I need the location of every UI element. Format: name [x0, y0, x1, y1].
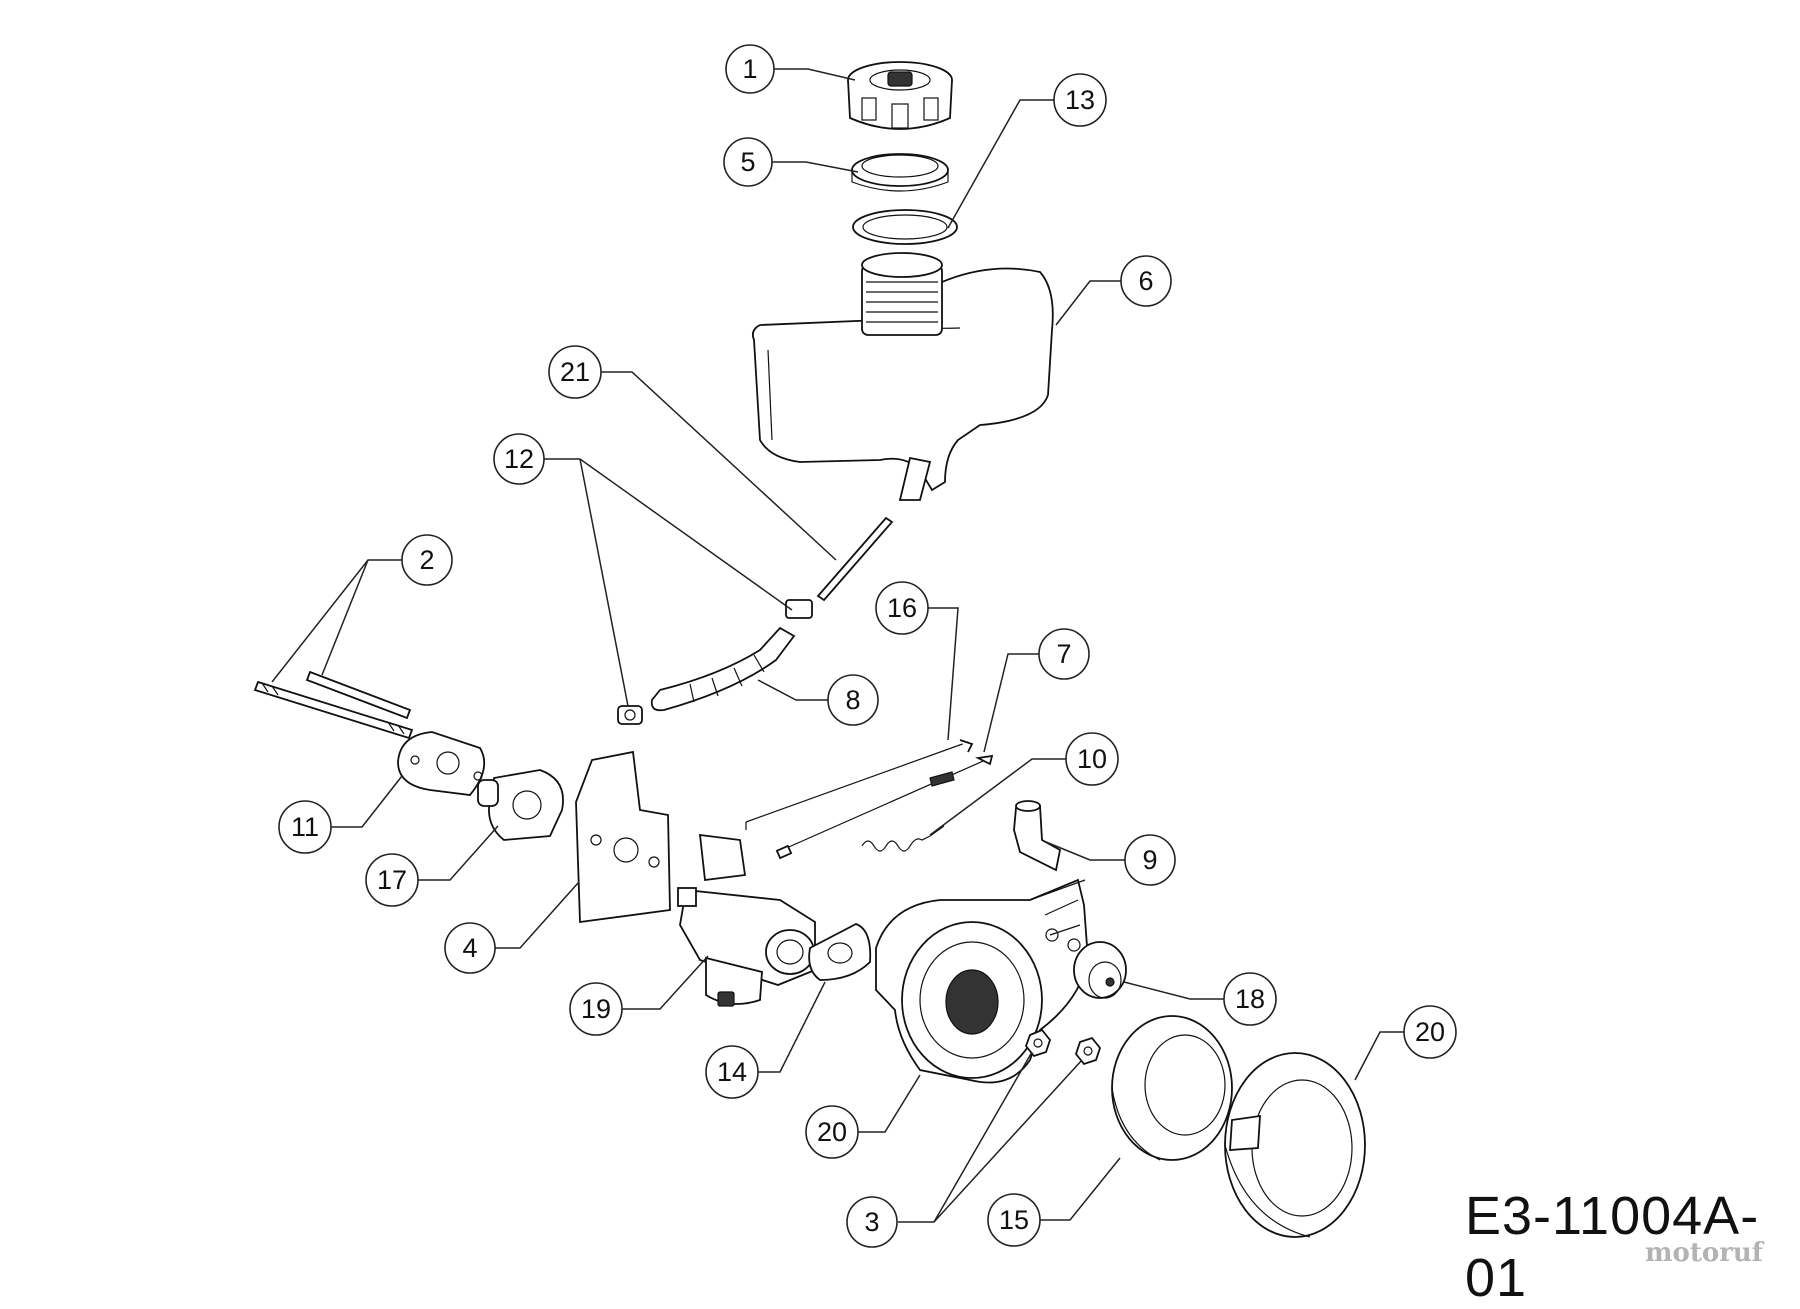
callout-2: 2	[401, 534, 453, 586]
callout-3: 3	[846, 1196, 898, 1248]
breather-elbow-part	[1013, 800, 1062, 872]
cover-knob-part	[1073, 941, 1127, 999]
callout-20-cover: 20	[1403, 1005, 1457, 1059]
callout-17-label: 17	[377, 865, 407, 895]
fuel-hose-part	[650, 626, 796, 712]
callout-11-label: 11	[291, 812, 319, 842]
callout-6-label: 6	[1138, 266, 1153, 296]
callout-3-label: 3	[864, 1207, 879, 1237]
callout-10-label: 10	[1077, 744, 1107, 774]
callout-14: 14	[705, 1045, 759, 1099]
callout-19-label: 19	[581, 994, 611, 1024]
callout-4: 4	[444, 922, 496, 974]
callout-15-label: 15	[999, 1205, 1029, 1235]
heat-shield-part	[575, 750, 671, 924]
callout-21-label: 21	[560, 357, 590, 387]
callout-10: 10	[1065, 732, 1119, 786]
callout-17: 17	[365, 853, 419, 907]
hex-nuts-part	[1024, 1028, 1102, 1066]
callout-5-label: 5	[740, 147, 755, 177]
callout-20-housing-label: 20	[817, 1117, 847, 1147]
callout-7-label: 7	[1056, 639, 1071, 669]
hose-clamp-part	[617, 599, 813, 725]
callout-6: 6	[1120, 255, 1172, 307]
callout-4-label: 4	[462, 933, 477, 963]
tank-gasket-part	[852, 209, 958, 245]
callout-12-label: 12	[504, 444, 534, 474]
callout-15: 15	[987, 1193, 1041, 1247]
callout-21: 21	[548, 345, 602, 399]
callout-19: 19	[569, 982, 623, 1036]
governor-spring-part	[861, 771, 955, 852]
parts-diagram: 1 5 13 6 21 12 2 16 7 8 10 11 9 17 4 18 …	[253, 44, 1457, 1248]
air-filter-cover-part	[1224, 1052, 1366, 1238]
callout-20-cover-label: 20	[1415, 1017, 1445, 1047]
callout-2-label: 2	[419, 545, 434, 575]
leader-lines	[271, 68, 1404, 1223]
callout-18: 18	[1223, 972, 1277, 1026]
callout-1-label: 1	[742, 54, 757, 84]
callout-7: 7	[1038, 628, 1090, 680]
carburetor-gasket-part	[808, 923, 872, 981]
intake-gasket-part	[397, 731, 486, 796]
governor-rods-part	[745, 739, 994, 860]
callout-11: 11	[278, 800, 332, 854]
callout-1: 1	[725, 44, 775, 94]
callout-14-label: 14	[717, 1057, 747, 1087]
callout-13: 13	[1053, 73, 1107, 127]
callout-12: 12	[493, 433, 545, 485]
callout-5: 5	[723, 137, 773, 187]
callout-16: 16	[875, 581, 929, 635]
callout-20-housing: 20	[805, 1105, 859, 1159]
stud-bolts-part	[253, 670, 414, 740]
callout-18-label: 18	[1235, 984, 1265, 1014]
callout-9-label: 9	[1142, 845, 1157, 875]
callout-8: 8	[827, 674, 879, 726]
watermark-logo: motoruf	[1645, 1238, 1763, 1268]
exploded-view-svg: 1 5 13 6 21 12 2 16 7 8 10 11 9 17 4 18 …	[253, 44, 1457, 1248]
fuel-tank-part	[751, 252, 1054, 501]
air-filter-housing-part	[875, 878, 1089, 1084]
callout-13-label: 13	[1065, 85, 1095, 115]
callout-8-label: 8	[845, 685, 860, 715]
cap-ring-part	[851, 153, 949, 192]
fuel-cap-part	[847, 61, 953, 130]
air-filter-element-part	[1111, 1015, 1233, 1161]
callout-9: 9	[1124, 834, 1176, 886]
insulator-spacer-part	[477, 769, 564, 841]
carburetor-part	[677, 833, 816, 1007]
callout-16-label: 16	[887, 593, 917, 623]
fuel-line-part	[816, 516, 894, 602]
